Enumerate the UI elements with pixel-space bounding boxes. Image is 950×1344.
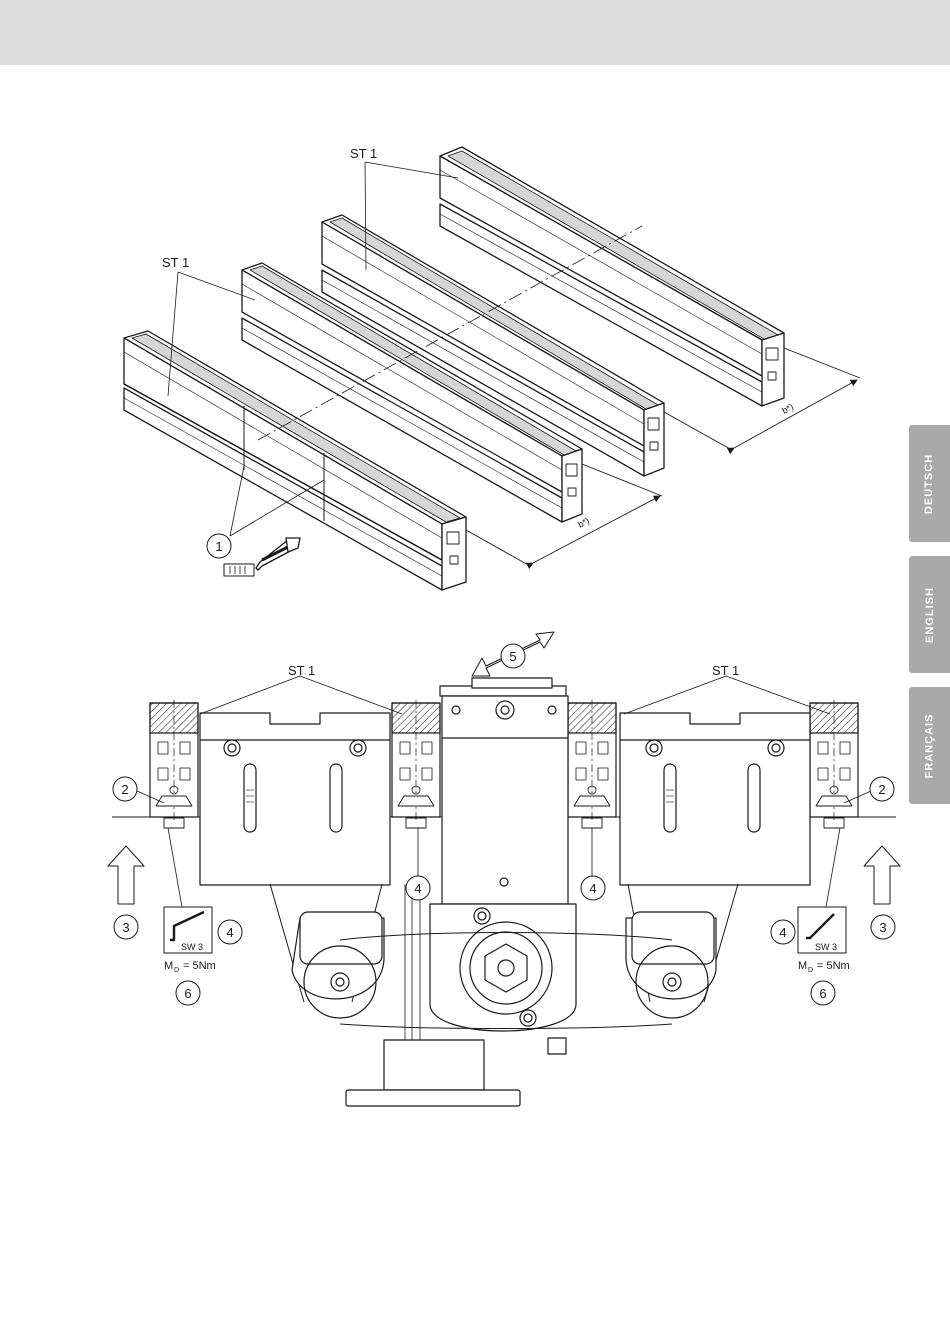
callout-4-center-right: 4 <box>589 881 596 896</box>
torque-prefix-right: M <box>798 960 807 972</box>
marker-pen-icon <box>224 538 300 576</box>
rail-profile-2 <box>392 700 440 828</box>
st-label-bottom-left: ST 1 <box>288 663 315 678</box>
left-carriage <box>200 713 390 885</box>
callout-3-right: 3 <box>879 920 886 935</box>
tool-size-right: SW 3 <box>815 942 837 952</box>
callout-1: 1 <box>215 539 222 554</box>
torque-spec-left: M D = 5Nm <box>164 960 216 974</box>
torque-value-left: = 5Nm <box>183 960 216 972</box>
rail-profile-3 <box>568 700 616 828</box>
callout-3-left: 3 <box>122 920 129 935</box>
push-arrow-left-icon <box>108 846 144 904</box>
callout-2-left: 2 <box>121 782 128 797</box>
st-label-top-left: ST 1 <box>162 255 189 270</box>
rail-profile-4 <box>810 700 858 828</box>
push-arrow-right-icon <box>864 846 900 904</box>
rails-figure <box>124 147 860 590</box>
torque-prefix-left: M <box>164 960 173 972</box>
center-plate <box>440 678 568 904</box>
rail-profile-1 <box>150 700 198 828</box>
torque-subscript-left: D <box>174 967 179 974</box>
callout-4-left: 4 <box>226 925 233 940</box>
carriage-figure <box>108 632 900 1106</box>
callout-6-left: 6 <box>184 986 191 1001</box>
callout-2-right: 2 <box>878 782 885 797</box>
st-label-top-right: ST 1 <box>350 146 377 161</box>
callout-6-right: 6 <box>819 986 826 1001</box>
drive-assembly <box>270 884 738 1106</box>
callout-4-center-left: 4 <box>414 881 421 896</box>
dimension-label-back: b*) <box>780 402 795 416</box>
callout-5: 5 <box>509 649 516 664</box>
st-label-bottom-right: ST 1 <box>712 663 739 678</box>
dimension-label-front: b*) <box>576 516 591 530</box>
callout-4-right: 4 <box>779 925 786 940</box>
torque-value-right: = 5Nm <box>817 960 850 972</box>
tool-size-left: SW 3 <box>181 942 203 952</box>
torque-subscript-right: D <box>808 967 813 974</box>
right-carriage <box>620 713 810 885</box>
torque-spec-right: M D = 5Nm <box>798 960 850 974</box>
